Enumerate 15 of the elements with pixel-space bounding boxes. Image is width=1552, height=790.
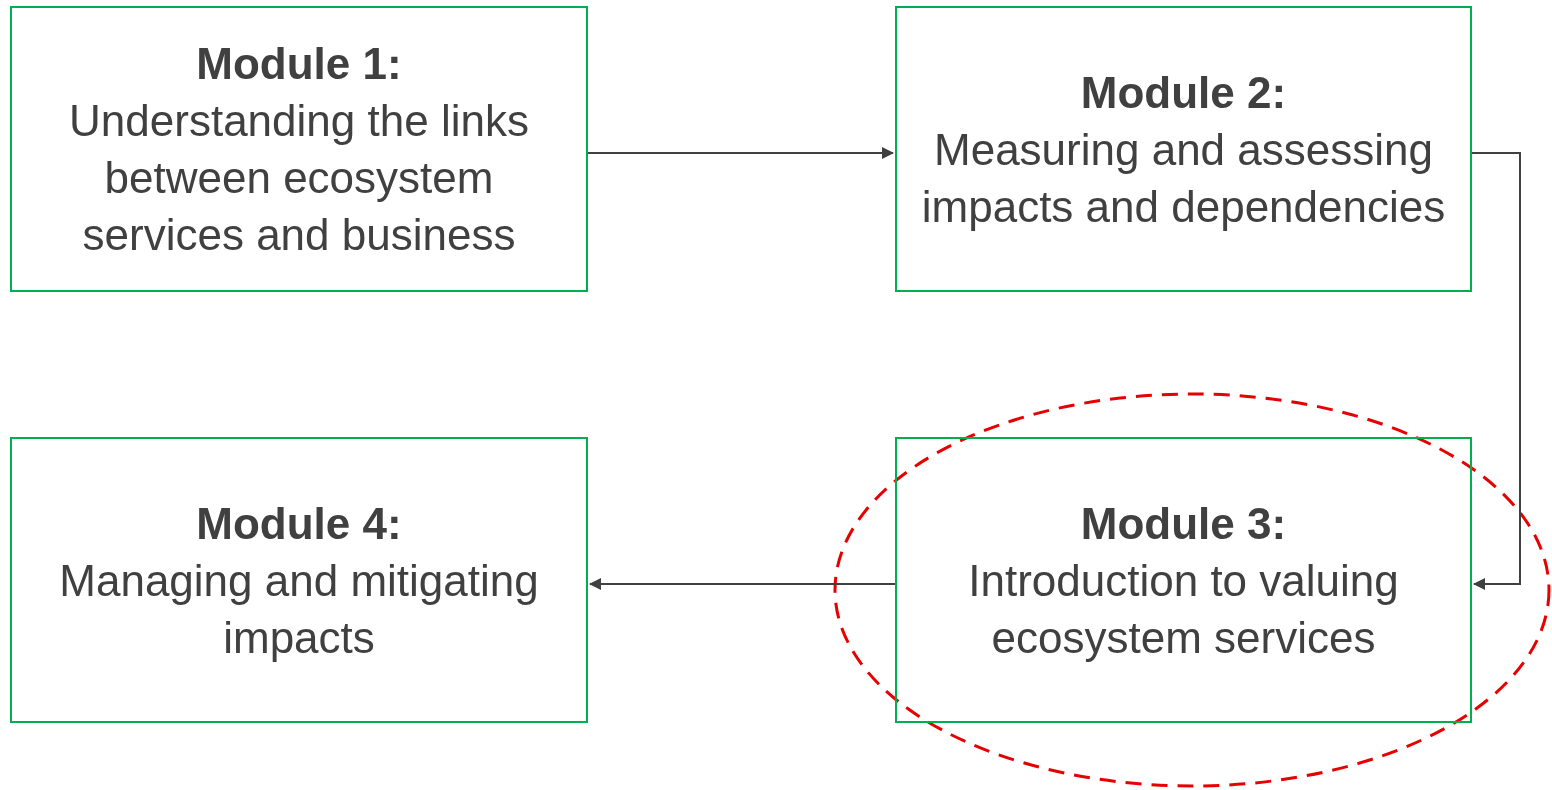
module-title: Module 4: (196, 497, 402, 550)
module-box (10, 437, 588, 723)
module-box (895, 437, 1472, 723)
module-title: Module 3: (1080, 497, 1287, 550)
arrow (1471, 152, 1521, 590)
module-title: Module 2: (1080, 66, 1287, 119)
module-description: Measuring and assessing impacts and dependencies (920, 123, 1447, 233)
module-box (10, 6, 588, 292)
module-title: Module 1: (196, 38, 402, 90)
arrow (589, 578, 896, 590)
module-description: Introduction to valuing ecosystem services (967, 554, 1400, 664)
module-description: Managing and mitigating impacts (58, 554, 540, 664)
module-box (895, 6, 1472, 292)
arrow (587, 147, 894, 159)
module-description: Understanding the links between ecosystem services and business (68, 95, 530, 261)
